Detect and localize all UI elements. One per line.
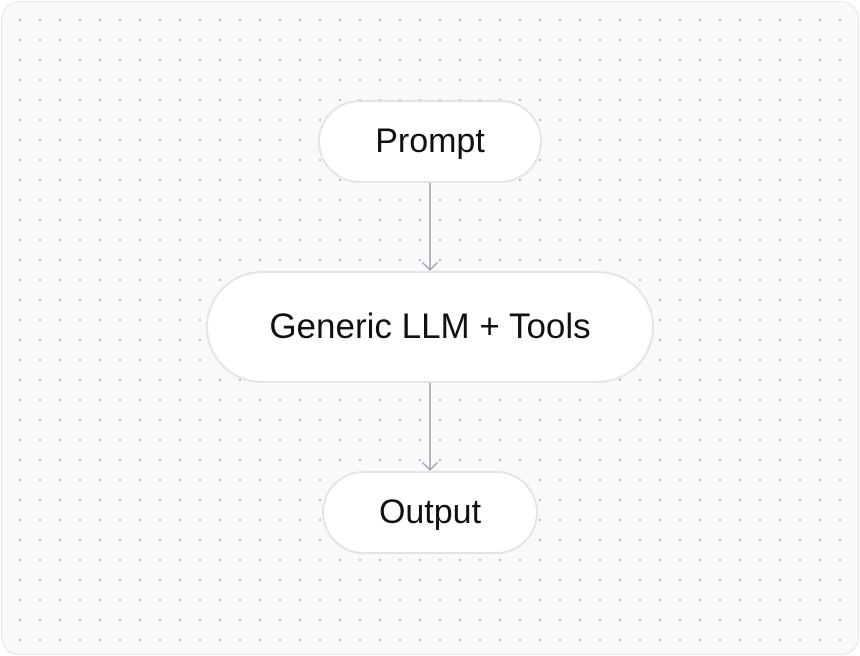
node-prompt[interactable]: Prompt (318, 100, 542, 183)
node-label: Generic LLM + Tools (269, 307, 591, 346)
node-output[interactable]: Output (322, 471, 538, 554)
node-label: Prompt (375, 122, 485, 160)
node-generic-llm-tools[interactable]: Generic LLM + Tools (206, 271, 654, 383)
node-label: Output (378, 493, 482, 531)
